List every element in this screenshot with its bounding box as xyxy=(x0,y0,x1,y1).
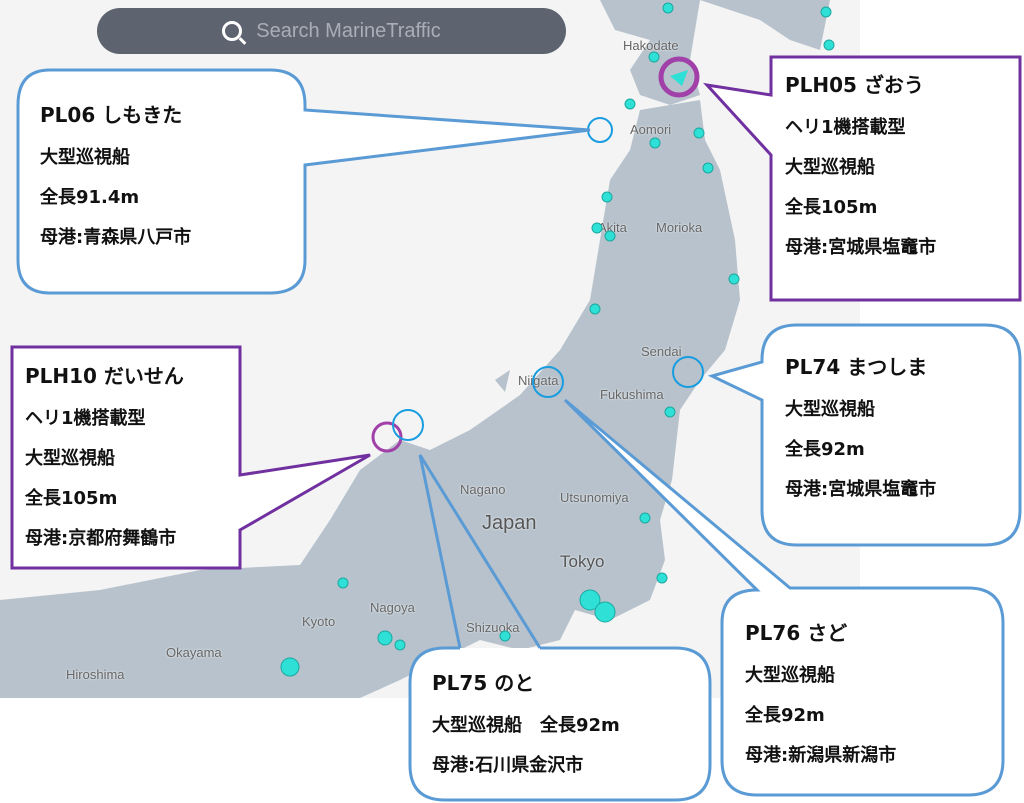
callout-line: 全長91.4m xyxy=(40,187,140,208)
map-label: Niigata xyxy=(518,373,559,388)
map-label: Shizuoka xyxy=(466,620,520,635)
callout-pl74: PL74 まつしま 大型巡視船 全長92m 母港:宮城県塩竈市 xyxy=(785,344,936,510)
map-label: Fukushima xyxy=(600,387,664,402)
callout-title: PL06 しもきた xyxy=(40,103,183,127)
map-label: Hakodate xyxy=(623,38,679,53)
search-bar[interactable]: Search MarineTraffic xyxy=(97,8,566,54)
callout-line: 大型巡視船 xyxy=(25,448,115,469)
callout-line: 母港:宮城県塩竈市 xyxy=(785,479,937,500)
map-label: Hiroshima xyxy=(66,667,125,682)
map-label: Japan xyxy=(482,512,537,534)
callout-line: 大型巡視船 全長92m xyxy=(432,715,620,736)
callout-plh10: PLH10 だいせん ヘリ1機搭載型 大型巡視船 全長105m 母港:京都府舞鶴… xyxy=(25,353,184,559)
callout-line: 大型巡視船 xyxy=(785,399,875,420)
callout-title: PL75 のと xyxy=(432,671,535,695)
callout-line: 母港:石川県金沢市 xyxy=(432,755,584,776)
callout-pl06: PL06 しもきた 大型巡視船 全長91.4m 母港:青森県八戸市 xyxy=(40,92,191,258)
map-label: Nagano xyxy=(460,482,506,497)
map-label: Sendai xyxy=(641,344,682,359)
callout-plh05: PLH05 ざおう ヘリ1機搭載型 大型巡視船 全長105m 母港:宮城県塩竈市 xyxy=(785,62,936,268)
map-label: Utsunomiya xyxy=(560,490,629,505)
map-label: Kyoto xyxy=(302,614,336,629)
map-label: Aomori xyxy=(630,122,672,137)
callout-line: ヘリ1機搭載型 xyxy=(25,408,146,429)
callout-line: 全長92m xyxy=(745,705,825,726)
callout-title: PLH05 ざおう xyxy=(785,73,924,97)
callout-line: 全長105m xyxy=(785,197,878,218)
callout-line: ヘリ1機搭載型 xyxy=(785,117,906,138)
callout-title: PLH10 だいせん xyxy=(25,364,184,388)
map-label: Morioka xyxy=(656,220,703,235)
callout-pl76: PL76 さど 大型巡視船 全長92m 母港:新潟県新潟市 xyxy=(745,610,896,776)
map-label: Akita xyxy=(598,220,627,235)
search-icon xyxy=(222,21,243,41)
callout-line: 大型巡視船 xyxy=(745,665,835,686)
callout-line: 全長105m xyxy=(25,488,118,509)
map-label: Okayama xyxy=(166,645,222,660)
callout-line: 大型巡視船 xyxy=(40,147,130,168)
callout-line: 母港:京都府舞鶴市 xyxy=(25,528,177,549)
callout-line: 全長92m xyxy=(785,439,865,460)
callout-line: 大型巡視船 xyxy=(785,157,875,178)
callout-pl75: PL75 のと 大型巡視船 全長92m 母港:石川県金沢市 xyxy=(432,660,620,786)
callout-line: 母港:宮城県塩竈市 xyxy=(785,237,937,258)
callout-title: PL74 まつしま xyxy=(785,355,928,379)
callout-line: 母港:青森県八戸市 xyxy=(40,227,192,248)
callout-line: 母港:新潟県新潟市 xyxy=(745,745,897,766)
callout-title: PL76 さど xyxy=(745,621,848,645)
map-label: Nagoya xyxy=(370,600,415,615)
search-placeholder: Search MarineTraffic xyxy=(256,19,441,42)
map-label: Tokyo xyxy=(560,552,605,571)
